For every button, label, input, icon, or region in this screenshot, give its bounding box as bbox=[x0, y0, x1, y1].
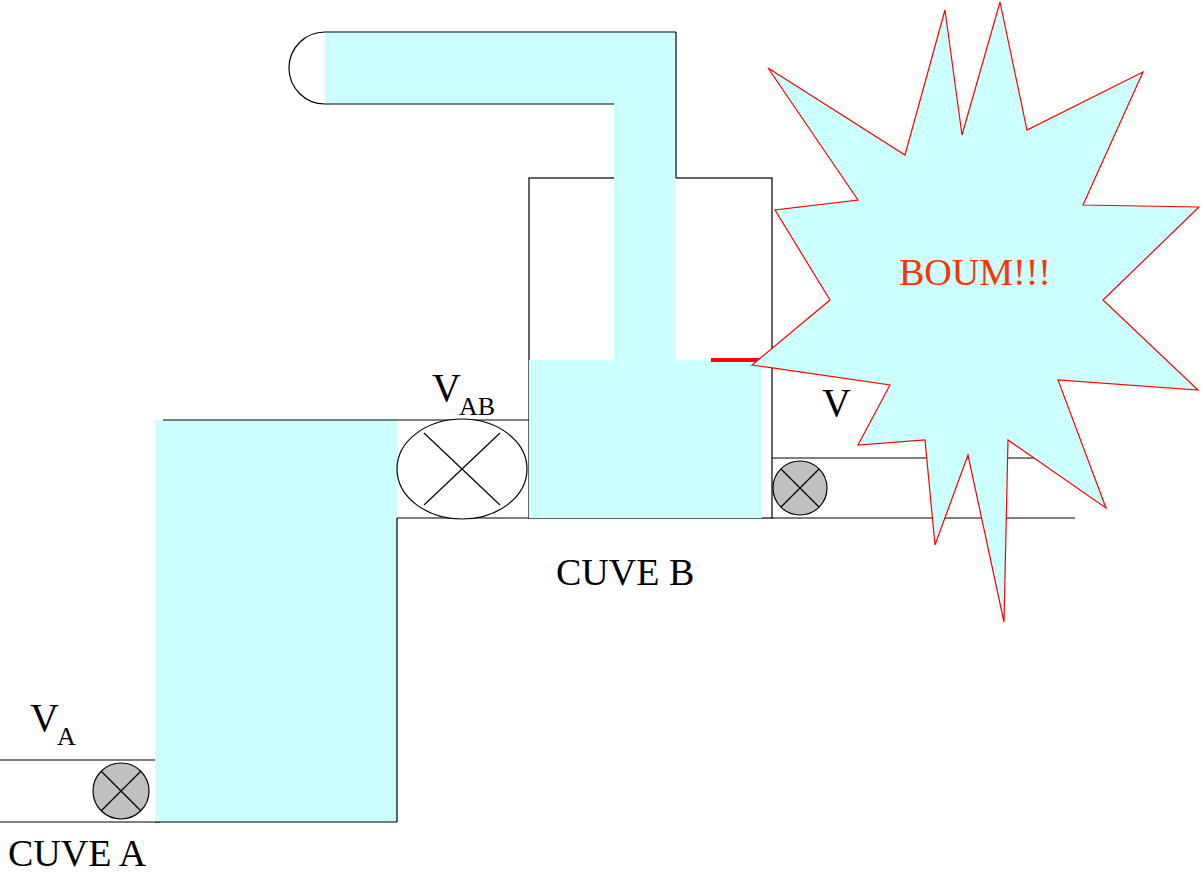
valve-label: V bbox=[822, 383, 851, 423]
tank-label: CUVE A bbox=[8, 834, 146, 872]
valve-subscript: AB bbox=[459, 394, 495, 420]
explosion-burst bbox=[752, 2, 1199, 622]
valve-label: V bbox=[432, 368, 461, 408]
valve-subscript: A bbox=[57, 724, 76, 750]
valve-label: V bbox=[30, 698, 59, 738]
tank-label: CUVE B bbox=[556, 553, 694, 591]
explosion-node: BOUM!!! bbox=[899, 252, 1051, 294]
explosion-text: BOUM!!! bbox=[899, 252, 1051, 294]
